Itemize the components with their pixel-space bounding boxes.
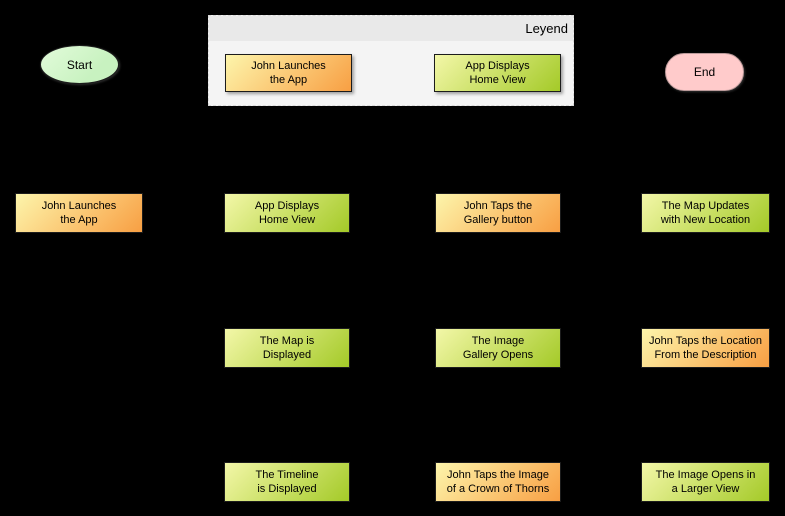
flow-node: John Taps the Image of a Crown of Thorns: [435, 462, 561, 502]
legend-item-system-response: App Displays Home View: [434, 54, 561, 92]
flow-node: The Map Updates with New Location: [641, 193, 770, 233]
legend-item-actor-action: John Launches the App: [225, 54, 352, 92]
flow-node: App Displays Home View: [224, 193, 350, 233]
legend-panel: Leyend John Launches the App App Display…: [208, 15, 574, 106]
flow-node: The Image Opens in a Larger View: [641, 462, 770, 502]
start-label: Start: [66, 57, 93, 72]
end-terminator: End: [665, 53, 744, 91]
flow-node: The Map is Displayed: [224, 328, 350, 368]
flow-node: The Timeline is Displayed: [224, 462, 350, 502]
legend-title: Leyend: [209, 16, 573, 41]
flow-node: John Launches the App: [15, 193, 143, 233]
flow-node: John Taps the Gallery button: [435, 193, 561, 233]
end-label: End: [693, 65, 716, 79]
flow-node: John Taps the Location From the Descript…: [641, 328, 770, 368]
start-terminator: Start: [40, 45, 119, 84]
flow-node: The Image Gallery Opens: [435, 328, 561, 368]
